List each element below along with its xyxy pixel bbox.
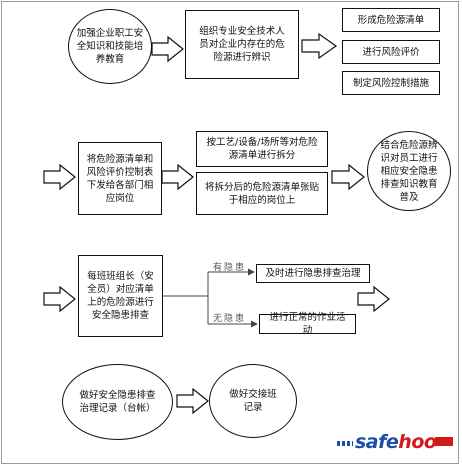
label-has-hazard: 有隐患 — [213, 263, 247, 273]
block-arrow-5 — [331, 163, 365, 191]
node-form-list: 形成危险源清单 — [342, 8, 440, 32]
block-arrow-3 — [43, 163, 76, 191]
logo-tag-icon — [435, 437, 453, 446]
node-normal-work: 进行正常的作业活动 — [259, 312, 356, 336]
node-risk-eval-text: 进行风险评价 — [362, 46, 420, 58]
node-split-list: 按工艺/设备/场所等对危险源清单进行拆分 — [196, 131, 328, 167]
node-shift-check-text: 每班班组长（安全员）对应清单上的危险源进行安全隐患排查 — [87, 271, 154, 321]
node-fix-hazard-text: 及时进行隐患排查治理 — [265, 268, 361, 279]
node-handover: 做好交接班记录 — [209, 364, 297, 438]
block-arrow-4 — [161, 163, 194, 191]
block-arrow-6 — [43, 285, 76, 313]
node-risk-measures-text: 制定风险控制措施 — [352, 77, 429, 89]
logo-text-main: safe — [355, 431, 399, 453]
node-post-list-text: 将拆分后的危险源清单张贴于相应的岗位上 — [205, 181, 320, 206]
node-record-ledger: 做好安全隐患排查治理记录（台帐） — [62, 364, 173, 440]
node-identify-text: 组织专业安全技术人员对企业内存在的危险源进行辨识 — [199, 26, 285, 63]
logo-text-accent: hoo — [398, 431, 437, 453]
node-handover-text: 做好交接班记录 — [229, 389, 277, 413]
block-arrow-1 — [151, 35, 184, 63]
node-form-list-text: 形成危险源清单 — [357, 14, 425, 26]
logo-dots-icon — [337, 441, 353, 446]
node-send-list-text: 将危险源清单和风险评价控制表下发给各部门相应岗位 — [86, 153, 154, 204]
branch-line — [163, 272, 209, 324]
block-arrow-7 — [357, 285, 390, 313]
node-risk-eval: 进行风险评价 — [342, 40, 440, 64]
node-send-list: 将危险源清单和风险评价控制表下发给各部门相应岗位 — [78, 142, 162, 215]
block-arrow-2 — [301, 32, 338, 60]
block-arrow-8 — [176, 387, 209, 415]
node-fix-hazard: 及时进行隐患排查治理 — [256, 264, 370, 283]
node-staff-education: 结合危险源辨识对员工进行相应安全隐患排查知识教育普及 — [367, 131, 451, 211]
node-record-ledger-text: 做好安全隐患排查治理记录（台帐） — [79, 390, 156, 414]
node-normal-work-text: 进行正常的作业活动 — [269, 312, 346, 336]
node-post-list: 将拆分后的危险源清单张贴于相应的岗位上 — [196, 172, 328, 215]
node-shift-check: 每班班组长（安全员）对应清单上的危险源进行安全隐患排查 — [78, 255, 163, 337]
node-training-text: 加强企业职工安全知识和技能培养教育 — [76, 28, 144, 65]
node-split-list-text: 按工艺/设备/场所等对危险源清单进行拆分 — [206, 137, 318, 161]
node-identify: 组织专业安全技术人员对企业内存在的危险源进行辨识 — [185, 10, 299, 79]
node-training: 加强企业职工安全知识和技能培养教育 — [68, 9, 152, 84]
site-logo: safehoo — [337, 431, 455, 455]
node-risk-measures: 制定风险控制措施 — [342, 71, 440, 95]
label-no-hazard: 无隐患 — [213, 314, 247, 324]
logo-text: safehoo — [355, 431, 437, 453]
node-staff-education-text: 结合危险源辨识对员工进行相应安全隐患排查知识教育普及 — [380, 139, 438, 203]
